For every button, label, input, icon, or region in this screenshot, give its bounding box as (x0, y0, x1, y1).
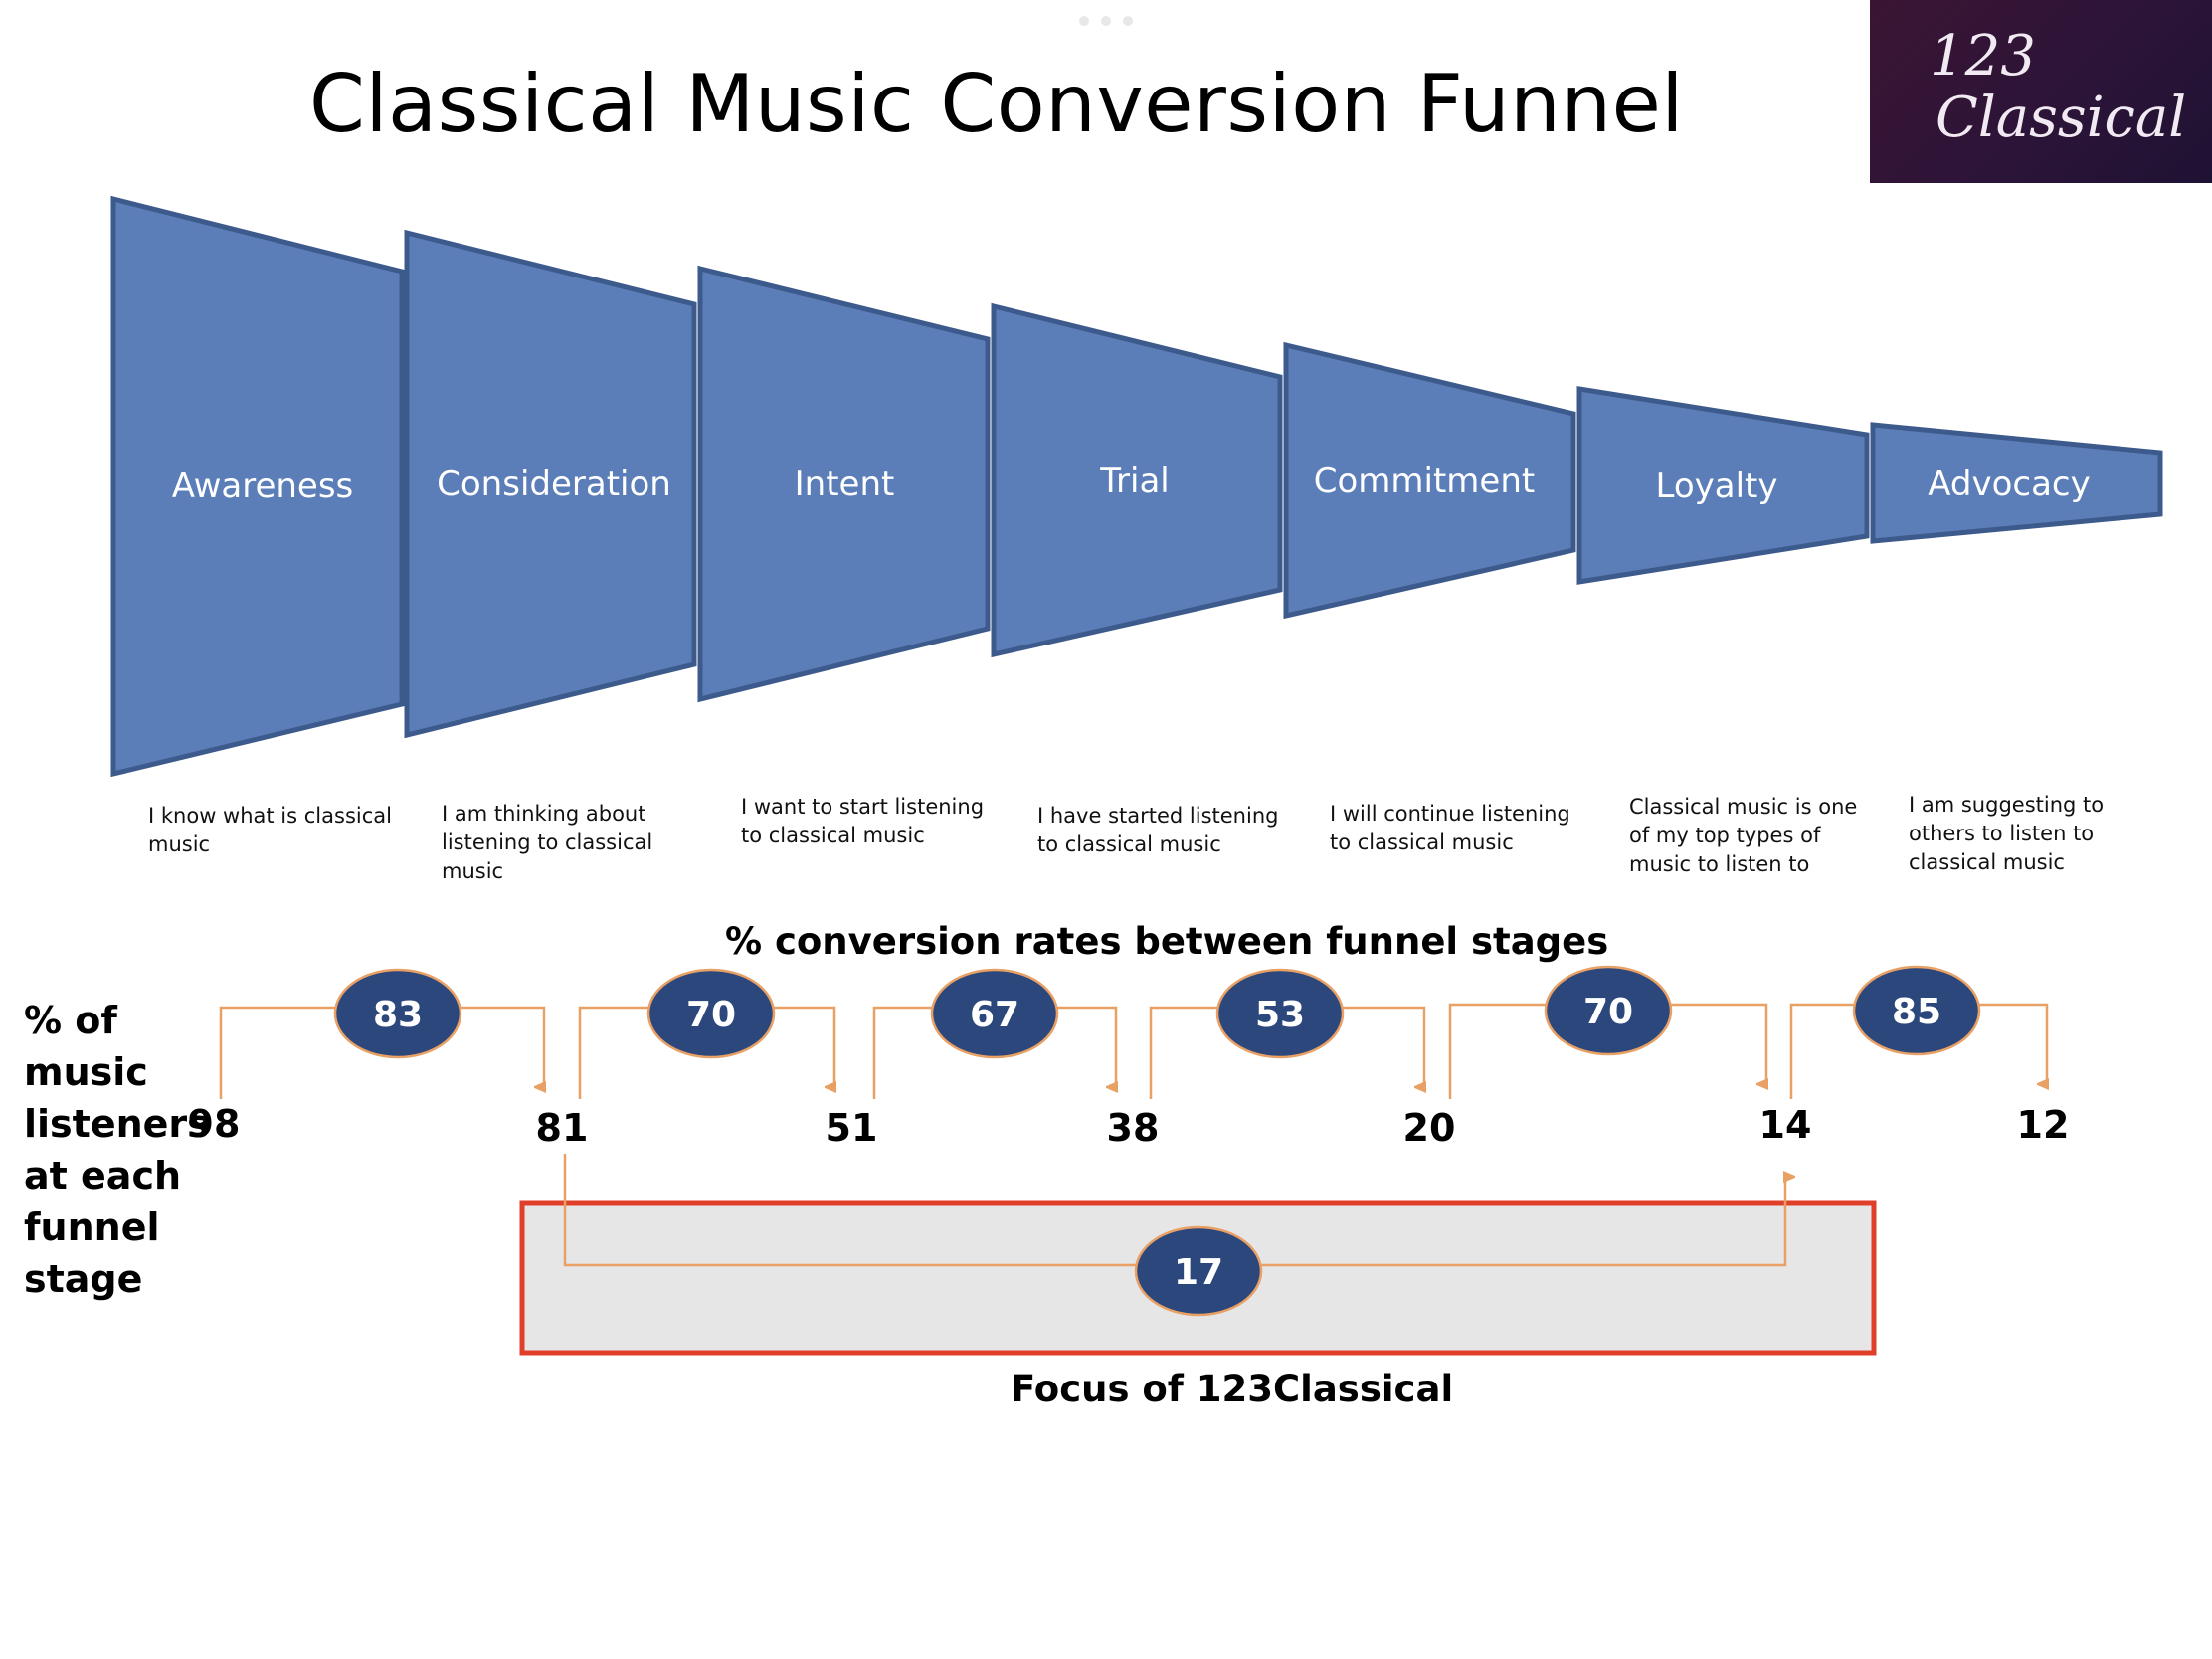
conversion-badge-5 (1544, 965, 1673, 1056)
focus-label: Focus of 123Classical (1011, 1368, 1454, 1410)
conversion-section-title: % conversion rates between funnel stages (725, 920, 1609, 963)
listener-percentage-loyalty: 14 (1758, 1103, 1812, 1147)
drag-handle-dots[interactable] (1079, 16, 1133, 28)
focus-rate: 17 (1174, 1252, 1223, 1293)
conversion-badge-1 (333, 968, 462, 1059)
stage-label-awareness: Awareness (172, 466, 354, 506)
stage-description-trial: I have started listening to classical mu… (1037, 804, 1279, 856)
stage-label-trial: Trial (1099, 461, 1169, 501)
conversion-badge-2 (646, 968, 776, 1059)
stage-description-loyalty: Classical music is one of my top types o… (1629, 795, 1858, 876)
listener-percentage-trial: 38 (1106, 1106, 1160, 1150)
funnel-stage-loyalty (1576, 386, 1870, 585)
stage-label-commitment: Commitment (1314, 461, 1535, 501)
stage-description-advocacy: I am suggesting to others to listen to c… (1909, 793, 2105, 874)
conversion-rate-1: 83 (373, 995, 423, 1035)
funnel-stage-awareness (110, 195, 405, 778)
stage-description-commitment: I will continue listening to classical m… (1330, 802, 1570, 854)
stage-description-awareness: I know what is classical music (148, 804, 392, 856)
stage-label-consideration: Consideration (437, 464, 671, 504)
logo-line-2: Classical (1936, 86, 2187, 150)
listener-percentage-consideration: 81 (535, 1106, 589, 1150)
stage-label-intent: Intent (795, 464, 895, 504)
conversion-rate-6: 85 (1892, 992, 1941, 1032)
conversion-badge-3 (930, 968, 1059, 1059)
listener-percentage-awareness: 98 (187, 1102, 241, 1146)
listener-percentage-intent: 51 (825, 1106, 878, 1150)
conversion-badge-6 (1852, 965, 1981, 1056)
funnel-stage-trial (991, 302, 1283, 658)
stage-label-advocacy: Advocacy (1928, 464, 2091, 504)
stage-description-intent: I want to start listening to classical m… (741, 795, 985, 847)
listener-percentage-commitment: 20 (1402, 1106, 1456, 1150)
listener-percentage-advocacy: 12 (2016, 1103, 2070, 1147)
stage-label-loyalty: Loyalty (1655, 466, 1777, 506)
conversion-rate-2: 70 (686, 995, 736, 1035)
focus-badge (1134, 1225, 1263, 1317)
funnel-stage-intent (697, 265, 991, 703)
stage-description-consideration: I am thinking about listening to classic… (442, 802, 653, 883)
conversion-badge-4 (1215, 968, 1345, 1059)
brand-logo: 123 Classical (1870, 0, 2212, 183)
logo-line-1: 123 (1930, 24, 2036, 89)
funnel-stage-advocacy (1870, 422, 2163, 544)
funnel-stage-consideration (404, 229, 697, 739)
listeners-axis-label: % of music listeners at each funnel stag… (24, 999, 210, 1301)
conversion-rate-5: 70 (1583, 992, 1633, 1032)
conversion-rate-4: 53 (1255, 995, 1305, 1035)
conversion-rate-3: 67 (970, 995, 1019, 1035)
funnel-stage-commitment (1283, 341, 1576, 620)
page-title: Classical Music Conversion Funnel (308, 58, 1685, 150)
